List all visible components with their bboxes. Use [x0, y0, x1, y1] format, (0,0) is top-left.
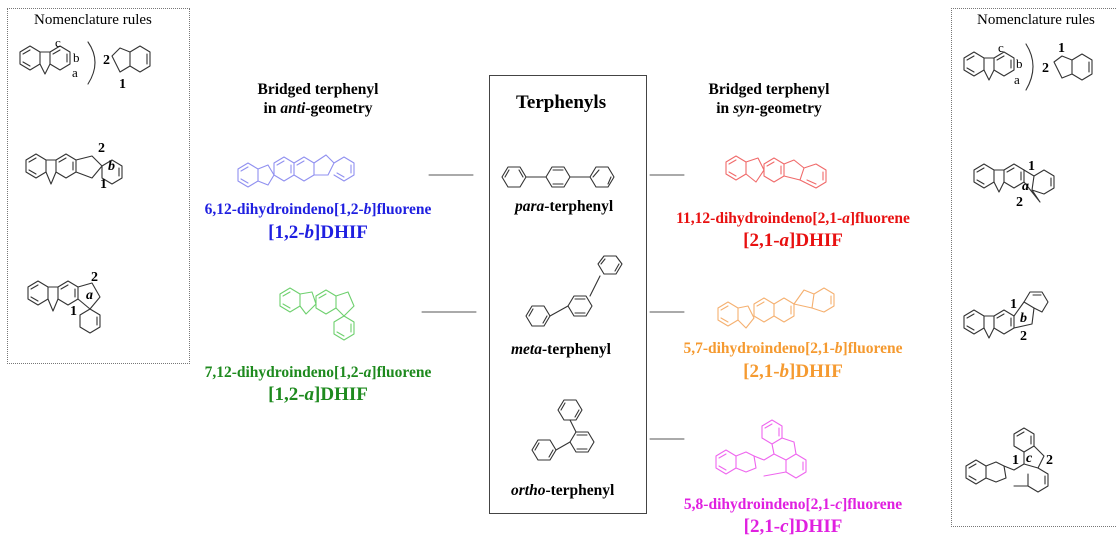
- compound-name-12a: 7,12-dihydroindeno[1,2-a]fluorene: [204, 364, 432, 381]
- compound-name-21b: 5,7-dihydroindeno[2,1-b]fluorene: [683, 340, 903, 357]
- label-c: c: [998, 40, 1004, 55]
- structure-21a-dhif: [725, 155, 827, 189]
- label-1: 1: [1058, 41, 1065, 56]
- arrow-to-12a: [421, 311, 477, 313]
- rule-structure-left-1: c b a 2 1: [19, 35, 151, 92]
- label-2: 2: [1016, 195, 1023, 210]
- nomenclature-rules-left: Nomenclature rules: [7, 8, 190, 364]
- arrow-to-21c: [649, 438, 685, 440]
- compound-abbr-21a: [2,1-a]DHIF: [743, 230, 843, 251]
- label-a-italic: a: [1022, 179, 1029, 194]
- para-terphenyl-label: para-terphenyl: [515, 198, 614, 215]
- ortho-terphenyl-structure: [531, 399, 595, 461]
- label-2: 2: [1046, 453, 1053, 468]
- rule-structure-left-3: 2 a 1: [27, 270, 101, 334]
- compound-abbr-12a: [1,2-a]DHIF: [268, 384, 368, 405]
- terphenyls-title: Terphenyls: [516, 92, 607, 113]
- rule-structure-right-2: 1 a 2: [973, 159, 1055, 210]
- compound-abbr-21b: [2,1-b]DHIF: [743, 361, 843, 382]
- label-1: 1: [1010, 297, 1017, 312]
- compound-name-21c: 5,8-dihydroindeno[2,1-c]fluorene: [683, 496, 903, 513]
- ortho-terphenyl-label: ortho-terphenyl: [511, 482, 615, 499]
- label-1: 1: [70, 304, 77, 319]
- syn-heading-line1: Bridged terphenyl: [708, 81, 830, 98]
- label-c-italic: c: [1026, 451, 1033, 466]
- label-2: 2: [91, 270, 98, 285]
- label-2: 2: [1042, 61, 1049, 76]
- structure-12b-dhif: [237, 154, 355, 188]
- compound-abbr-12b: [1,2-b]DHIF: [268, 222, 368, 243]
- rule-structure-right-4: 1 c 2: [965, 427, 1053, 493]
- nomenclature-rules-right: Nomenclature rules: [951, 8, 1116, 527]
- compound-abbr-21c: [2,1-c]DHIF: [743, 516, 843, 537]
- label-c: c: [55, 35, 61, 50]
- structure-12a-dhif: [279, 287, 355, 341]
- para-terphenyl-structure: [501, 166, 615, 188]
- rules-title: Nomenclature rules: [977, 12, 1095, 28]
- label-a: a: [1014, 72, 1020, 87]
- anti-heading-line2: in anti-geometry: [263, 100, 373, 117]
- structure-21c-dhif: [715, 419, 807, 479]
- arrow-to-12b: [428, 174, 474, 176]
- compound-name-21a: 11,12-dihydroindeno[2,1-a]fluorene: [676, 210, 910, 227]
- label-b: b: [1016, 56, 1023, 71]
- label-1: 1: [100, 177, 107, 192]
- label-1: 1: [1028, 159, 1035, 174]
- label-2: 2: [98, 141, 105, 156]
- arrow-to-21b: [649, 311, 685, 313]
- rule-structure-left-2: 2 b 1: [25, 141, 123, 192]
- meta-terphenyl-structure: [525, 255, 623, 327]
- syn-heading: Bridged terphenyl in syn-geometry: [704, 80, 834, 118]
- rules-title: Nomenclature rules: [34, 12, 152, 28]
- label-b-italic: b: [1020, 311, 1027, 326]
- terphenyls-box: [489, 75, 647, 514]
- structure-21b-dhif: [717, 287, 835, 329]
- label-b: b: [73, 50, 80, 65]
- arrow-to-21a: [649, 174, 685, 176]
- anti-heading-line1: Bridged terphenyl: [257, 81, 379, 98]
- syn-heading-line2: in syn-geometry: [716, 100, 822, 117]
- label-a: a: [72, 65, 78, 80]
- label-b-italic: b: [108, 159, 115, 174]
- anti-heading: Bridged terphenyl in anti-geometry: [253, 80, 383, 118]
- meta-terphenyl-label: meta-terphenyl: [511, 341, 611, 358]
- label-a-italic: a: [86, 288, 93, 303]
- label-1: 1: [119, 77, 126, 92]
- label-2: 2: [103, 53, 110, 68]
- label-1: 1: [1012, 453, 1019, 468]
- compound-name-12b: 6,12-dihydroindeno[1,2-b]fluorene: [204, 201, 432, 218]
- rule-structure-right-1: c b a 2 1: [963, 40, 1093, 91]
- label-2: 2: [1020, 329, 1027, 344]
- rule-structure-right-3: 1 b 2: [963, 291, 1049, 344]
